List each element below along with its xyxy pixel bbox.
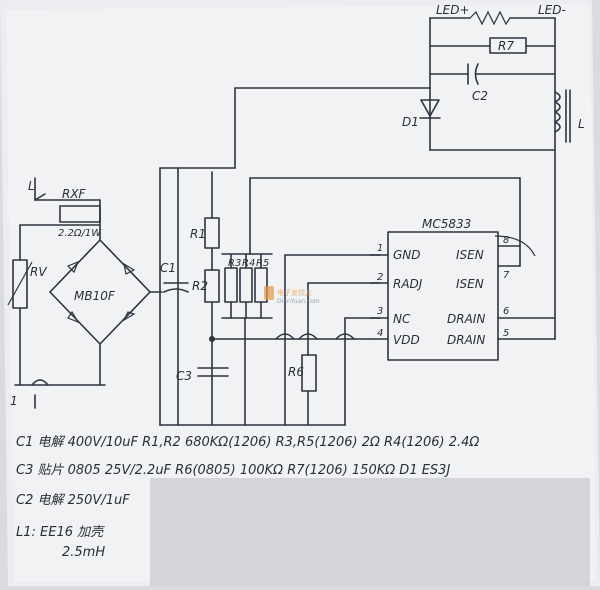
ic-pin4-num: 4 — [377, 328, 383, 339]
c1-plate-b — [163, 288, 189, 293]
r1-label: R1 — [190, 227, 206, 241]
d1-diode — [420, 99, 440, 117]
ic-pin5-num: 5 — [503, 328, 509, 339]
watermark: 电子发烧友 DianYuan.com — [264, 286, 320, 305]
r6-label: R6 — [288, 365, 304, 379]
ic-pin1-name: GND — [393, 248, 421, 262]
ic-name-label: MC5833 — [422, 217, 471, 231]
input-section — [7, 177, 163, 409]
led-output-section — [234, 10, 571, 169]
ic-pin7-name: ISEN — [456, 277, 484, 291]
notes-line-2: C3 贴片 0805 25V/2.2uF R6(0805) 100KΩ R7(1… — [16, 463, 450, 478]
rv-label: RV — [30, 265, 47, 279]
sense-section — [221, 177, 521, 426]
ic-pin3-name: NC — [393, 312, 411, 326]
rxf-label: RXF — [62, 187, 87, 201]
r2-label: R2 — [192, 279, 208, 293]
ic-pin1-num: 1 — [377, 243, 383, 254]
l-input-label: L — [28, 179, 35, 193]
notes-line-4: L1: EE16 加壳 — [16, 525, 105, 540]
led-minus-label: LED- — [538, 3, 566, 17]
ic-pin2-name: RADJ — [393, 277, 423, 291]
paper-inner — [6, 4, 596, 582]
bus-section — [159, 167, 346, 426]
mb10f-label: MB10F — [74, 289, 116, 303]
ic-pin6-num: 6 — [503, 306, 509, 317]
l1-label: L — [578, 117, 585, 131]
ic-pin7-num: 7 — [503, 270, 510, 281]
led-string-icon — [469, 10, 511, 26]
ic-mc5833 — [369, 149, 556, 361]
d1-label: D1 — [402, 115, 419, 129]
ic-pin8-name: ISEN — [456, 248, 484, 262]
ic-pin6-name: DRAIN — [447, 312, 485, 326]
ic-pin2-num: 2 — [377, 272, 383, 283]
ic-pin8-num: 8 — [503, 235, 509, 246]
watermark-top-text: 电子发烧友 — [277, 288, 312, 297]
bias-section — [197, 171, 371, 426]
ic-pin5-name: DRAIN — [447, 333, 485, 347]
notes-line-3: C2 电解 250V/1uF — [16, 493, 130, 508]
r3-label: R3 — [228, 258, 241, 269]
r6-resistor — [301, 354, 317, 392]
c2-label: C2 — [472, 89, 488, 103]
n-input-label: 1 — [10, 394, 18, 408]
c1-label: C1 — [160, 261, 176, 275]
watermark-bottom-text: DianYuan.com — [277, 298, 320, 305]
l1-inductor — [554, 91, 561, 133]
r5-label: R5 — [256, 258, 269, 269]
blurred-region — [150, 478, 590, 586]
notes-line-1: C1 电解 400V/10uF R1,R2 680KΩ(1206) R3,R5(… — [16, 435, 479, 450]
led-plus-label: LED+ — [436, 3, 470, 17]
ic-pin3-num: 3 — [377, 306, 383, 317]
c3-label: C3 — [176, 369, 192, 383]
r4-label: R4 — [242, 258, 255, 269]
watermark-logo-icon — [264, 286, 274, 300]
ic-pin4-name: VDD — [393, 333, 420, 347]
ic-body — [387, 231, 499, 361]
rxf-value-label: 2.2Ω/1W — [58, 228, 102, 239]
r7-label: R7 — [498, 39, 514, 53]
notes-line-5: 2.5mH — [62, 545, 105, 560]
